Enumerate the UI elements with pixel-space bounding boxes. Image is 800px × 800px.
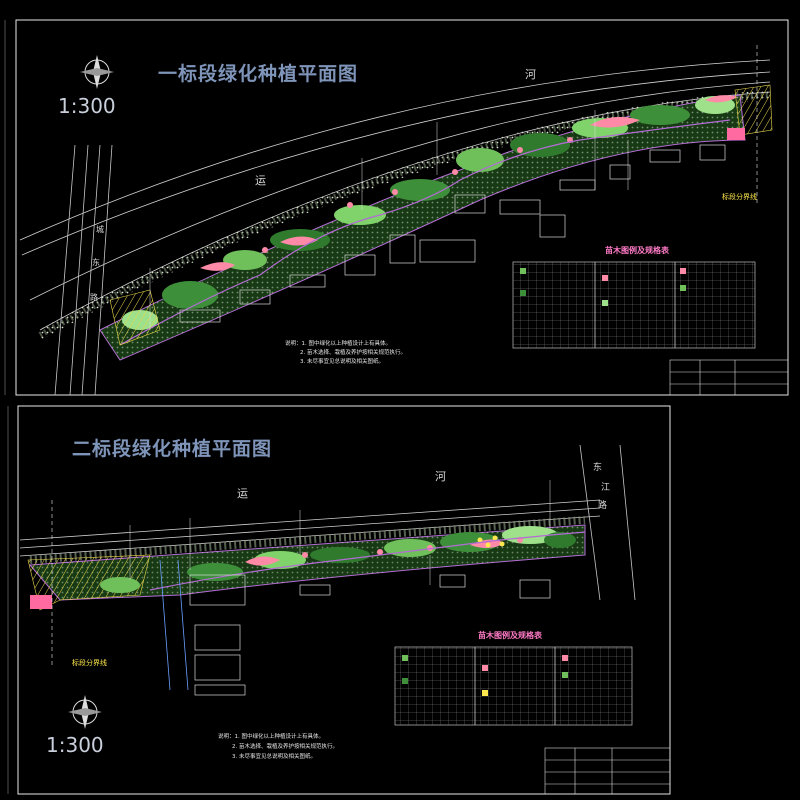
leader-lines [149,110,629,330]
sheet2-title: 二标段绿化种植平面图 [72,437,272,460]
sheet-1: 1:300 一标段绿化种植平面图 城 东 路 河 运 [4,19,789,396]
plaza-west [109,289,161,346]
river-label-1: 河 [525,68,536,81]
sheet2-note-2: 2. 苗木选择、栽植及养护按相关规范执行。 [232,742,338,750]
cross-street [54,144,113,396]
sheet2-note-3: 3. 未尽事宜见总说明及相关图纸。 [232,752,316,760]
flower-beds [200,95,738,271]
north-arrow-icon [80,55,114,89]
sheet2-river-label-1: 河 [435,470,446,483]
street-label-2: 东 [92,257,100,267]
sheet1-table-title: 苗木图例及规格表 [605,245,670,255]
sheet2-frame [17,405,671,795]
sheet2-tree-row [29,516,586,564]
sheet1-note-3: 3. 未尽事宜见总说明及相关图纸。 [300,357,384,365]
sheet2-yellow-shrubs [477,535,505,548]
sheet1-boundary-label: 标段分界线 [722,192,757,201]
sheet2-pavilion [30,595,52,609]
buildings [179,144,726,323]
sheet2-note-1: 说明：1. 图中绿化以上种植设计上有具体。 [218,732,324,740]
sheet1-plant-table [512,261,756,349]
sheet1-note-2: 2. 苗木选择、栽植及养护按相关规范执行。 [300,348,406,356]
river-road-band [19,59,771,331]
sheet1-title-block [669,359,789,396]
pavilion [727,128,745,140]
river-label-2: 运 [255,174,266,187]
sheet2-leader-lines [129,480,551,585]
sheet2-garden-path [149,531,586,591]
sheet2-river-label-2: 运 [237,487,248,500]
sheet2-table-title: 苗木图例及规格表 [478,630,543,640]
sheet2-title-block [544,747,671,795]
sheet2-channel [159,559,189,691]
sheet2-north-arrow-icon [68,695,102,729]
plaza-east [734,84,773,136]
sheet-2: 二标段绿化种植平面图 河 运 东 江 路 [7,405,671,795]
street-label-1: 城 [96,225,104,234]
sheet2-scale: 1:300 [46,733,104,757]
sheet2-river-label-3: 东 [593,461,602,473]
sheet2-plant-table [394,646,633,726]
sheet1-frame [15,19,789,396]
sheet1-title: 一标段绿化种植平面图 [158,62,358,85]
sheet1-note-1: 说明：1. 图中绿化以上种植设计上有具体。 [285,339,391,347]
sheet2-buildings [189,574,551,696]
sheet1-scale: 1:300 [58,94,116,118]
greenbelt-texture [100,95,745,360]
street-label-3: 路 [90,292,98,302]
sheet2-boundary-label: 标段分界线 [72,658,107,667]
sheet2-cross-street [579,444,636,601]
sheet2-river-label-5: 路 [598,499,607,511]
garden-path [119,119,731,346]
sheet2-river-label-4: 江 [601,482,610,493]
